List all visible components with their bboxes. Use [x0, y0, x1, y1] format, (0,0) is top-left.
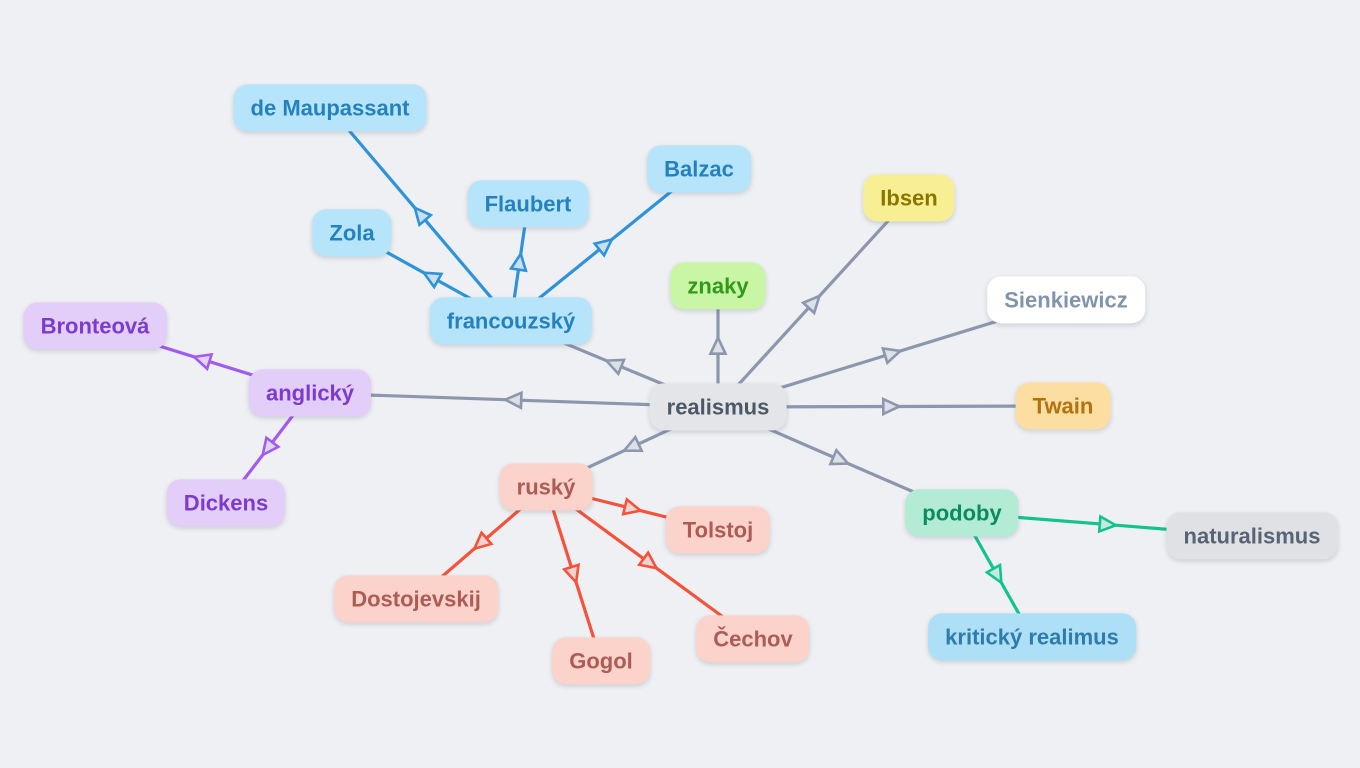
arrowhead-francouzsky-flaubert	[508, 250, 528, 273]
node-label-dostojevskij: Dostojevskij	[351, 586, 481, 612]
node-label-realismus: realismus	[666, 394, 770, 420]
node-znaky[interactable]: znaky	[670, 262, 766, 310]
node-label-twain: Twain	[1032, 393, 1094, 419]
node-label-anglicky: anglický	[265, 380, 355, 406]
node-naturalismus[interactable]: naturalismus	[1166, 512, 1338, 560]
node-podoby[interactable]: podoby	[905, 489, 1019, 537]
arrowhead-rusky-cechov	[636, 550, 660, 571]
node-label-tolstoj: Tolstoj	[682, 517, 754, 543]
arrowhead-rusky-gogol	[561, 563, 581, 586]
node-twain[interactable]: Twain	[1015, 382, 1111, 430]
node-label-znaky: znaky	[687, 273, 749, 299]
node-realismus[interactable]: realismus	[649, 383, 787, 431]
node-sienkiewicz[interactable]: Sienkiewicz	[987, 276, 1145, 324]
node-francouzsky[interactable]: francouzský	[429, 297, 593, 345]
arrowhead-podoby-naturalismus	[1097, 514, 1119, 534]
node-label-naturalismus: naturalismus	[1183, 523, 1321, 549]
arrowhead-realismus-podoby	[828, 447, 851, 466]
arrowhead-francouzsky-maupassant	[412, 205, 434, 228]
arrowhead-francouzsky-balzac	[592, 237, 615, 258]
node-label-francouzsky: francouzský	[446, 308, 576, 334]
arrowhead-podoby-kriticky	[984, 562, 1003, 586]
arrowhead-francouzsky-zola	[421, 271, 444, 290]
node-dickens[interactable]: Dickens	[166, 479, 286, 527]
arrowhead-realismus-sienkiewicz	[881, 346, 904, 366]
node-label-cechov: Čechov	[713, 626, 793, 652]
arrowhead-rusky-tolstoj	[621, 497, 644, 516]
node-anglicky[interactable]: anglický	[248, 369, 372, 417]
arrowhead-realismus-twain	[881, 396, 903, 417]
node-tolstoj[interactable]: Tolstoj	[665, 506, 771, 554]
arrowhead-realismus-ibsen	[800, 293, 822, 316]
arrowhead-rusky-dostojevskij	[472, 530, 494, 551]
node-label-flaubert: Flaubert	[484, 191, 572, 217]
node-dostojevskij[interactable]: Dostojevskij	[334, 575, 498, 623]
node-cechov[interactable]: Čechov	[696, 615, 810, 663]
node-flaubert[interactable]: Flaubert	[467, 180, 589, 228]
node-zola[interactable]: Zola	[312, 209, 392, 257]
arrowhead-realismus-francouzsky	[603, 358, 627, 377]
arrowhead-realismus-znaky	[708, 334, 728, 356]
node-label-dickens: Dickens	[183, 490, 269, 516]
node-balzac[interactable]: Balzac	[647, 145, 751, 193]
node-label-bronteova: Bronteová	[40, 313, 150, 339]
node-label-balzac: Balzac	[664, 156, 734, 182]
arrowhead-anglicky-bronteova	[191, 352, 214, 372]
node-kriticky[interactable]: kritický realimus	[928, 613, 1136, 661]
node-label-gogol: Gogol	[569, 648, 633, 674]
node-label-ibsen: Ibsen	[880, 185, 938, 211]
node-rusky[interactable]: ruský	[499, 463, 593, 511]
arrowhead-realismus-anglicky	[502, 390, 523, 410]
arrowhead-realismus-rusky	[621, 434, 644, 453]
node-gogol[interactable]: Gogol	[552, 637, 650, 685]
node-label-maupassant: de Maupassant	[250, 95, 410, 121]
node-label-podoby: podoby	[922, 500, 1002, 526]
node-bronteova[interactable]: Bronteová	[23, 302, 167, 350]
node-label-kriticky: kritický realimus	[945, 624, 1119, 650]
node-ibsen[interactable]: Ibsen	[863, 174, 955, 222]
node-label-rusky: ruský	[516, 474, 576, 500]
node-label-sienkiewicz: Sienkiewicz	[1004, 287, 1128, 313]
node-maupassant[interactable]: de Maupassant	[233, 84, 427, 132]
arrowhead-anglicky-dickens	[260, 435, 281, 458]
node-label-zola: Zola	[329, 220, 375, 246]
